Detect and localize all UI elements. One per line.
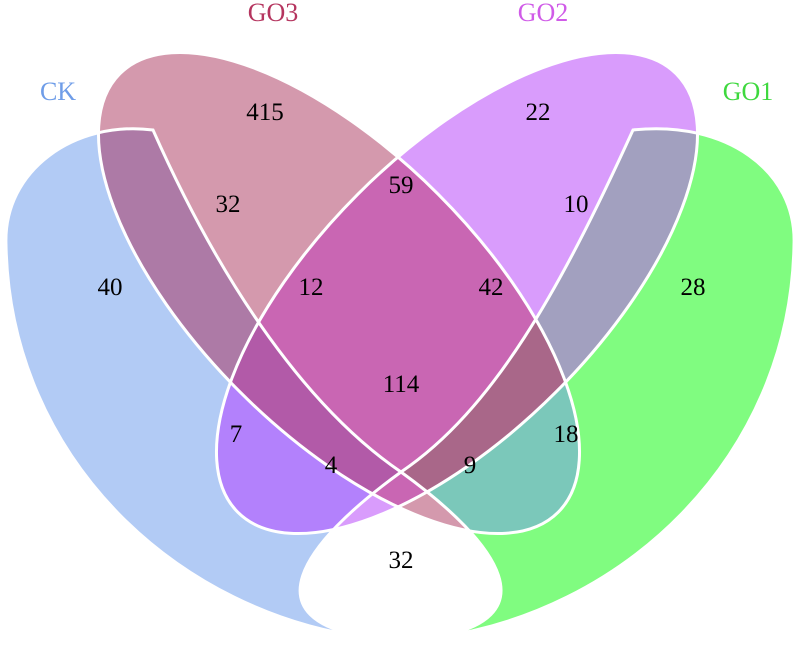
- count-ck-go2-go1: 4: [325, 452, 338, 479]
- set-outlines: [4, 50, 796, 640]
- count-go2-only: 22: [526, 99, 551, 126]
- count-all-sets: 114: [383, 371, 420, 398]
- count-go3-only: 415: [246, 99, 284, 126]
- set-label-go3: GO3: [248, 0, 299, 27]
- set-label-go2: GO2: [518, 0, 569, 27]
- set-label-go1: GO1: [723, 77, 774, 106]
- count-ck-go1: 18: [554, 421, 579, 448]
- go2-outline: [214, 50, 700, 536]
- count-ck-go3-go2: 12: [299, 274, 324, 301]
- go1-outline: [398, 127, 796, 640]
- count-go3-go2: 59: [389, 172, 414, 199]
- count-ck-only: 40: [98, 274, 123, 301]
- count-ck-go3: 32: [216, 191, 241, 218]
- count-go3-go1: 32: [389, 547, 414, 574]
- count-go1-only: 28: [681, 274, 706, 301]
- set-labels: CK GO3 GO2 GO1: [40, 0, 773, 106]
- count-go3-go2-go1: 42: [479, 274, 504, 301]
- count-ck-go2: 7: [230, 421, 243, 448]
- go3-outline: [96, 50, 582, 536]
- count-go2-go1: 10: [564, 191, 589, 218]
- ck-outline: [4, 127, 404, 640]
- count-ck-go3-go1: 9: [464, 452, 477, 479]
- region-counts: 40 415 22 28 32 59 10 12 42 114 7 18 4 9…: [98, 99, 706, 574]
- set-label-ck: CK: [40, 77, 76, 106]
